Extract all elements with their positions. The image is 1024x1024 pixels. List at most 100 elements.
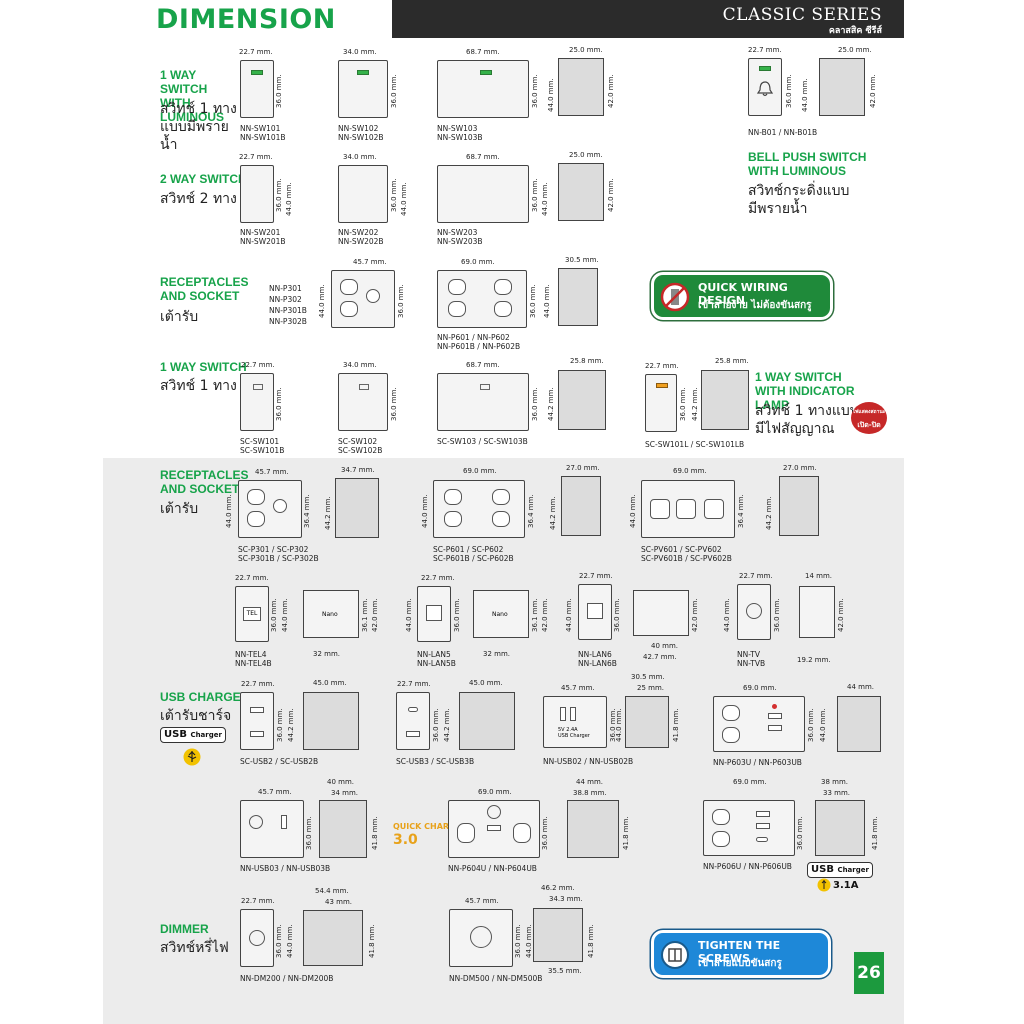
dim-text: 36.0 mm. xyxy=(531,387,539,421)
socket xyxy=(448,279,466,295)
label-usb-charger-thai: เต้ารับชาร์จ xyxy=(160,708,232,724)
dim-text: 36.0 mm. xyxy=(390,178,398,212)
charger-tag-text: Charger xyxy=(837,866,869,874)
dim-text: 22.7 mm. xyxy=(241,361,275,369)
dim-text: 36.0 mm. xyxy=(275,74,283,108)
switch-plate xyxy=(437,373,529,431)
side-profile xyxy=(303,692,359,750)
dim-text: 34.0 mm. xyxy=(343,361,377,369)
series-banner: CLASSIC SERIES คลาสสิค ซีรีส์ xyxy=(392,0,904,38)
socket xyxy=(492,511,510,527)
label-usb-charger: USB CHARGER xyxy=(160,690,250,704)
part-number: SC-SW103 / SC-SW103B xyxy=(437,437,528,446)
side-profile xyxy=(319,800,367,858)
dim-text: 36.0 mm. xyxy=(390,74,398,108)
usb-plate xyxy=(396,692,430,750)
socket xyxy=(492,489,510,505)
dim-text: 68.7 mm. xyxy=(466,153,500,161)
luminous-led xyxy=(251,70,263,75)
usb-voltage-text: 5V 2.4A xyxy=(558,727,578,733)
luminous-led xyxy=(480,70,492,75)
quick-wiring-thai: เข้าสายง่าย ไม่ต้องขันสกรู xyxy=(698,300,812,311)
dim-text: 44.2 mm. xyxy=(547,387,555,421)
dim-text: 38 mm. xyxy=(821,778,848,786)
side-profile xyxy=(459,692,515,750)
usb-receptacle-plate xyxy=(448,800,540,858)
dim-text: 44.0 mm. xyxy=(543,284,551,318)
dim-text: 44.0 mm. xyxy=(565,598,573,632)
tv-port xyxy=(746,603,762,619)
usb-charger-tag: USB Charger xyxy=(160,727,226,743)
switch-plate xyxy=(338,165,388,223)
dim-text: 41.8 mm. xyxy=(587,924,595,958)
dim-text: 36.0 mm. xyxy=(529,284,537,318)
dim-text: 42.0 mm. xyxy=(541,598,549,632)
dim-text: 44.0 mm. xyxy=(421,494,429,528)
socket xyxy=(247,489,265,505)
tighten-screws-title: TIGHTEN THE SCREWS xyxy=(698,939,781,965)
socket xyxy=(444,511,462,527)
socket xyxy=(494,279,512,295)
usb-port xyxy=(756,811,770,817)
side-profile xyxy=(819,58,865,116)
dim-text: 33 mm. xyxy=(823,789,850,797)
dim-text: 41.8 mm. xyxy=(368,924,376,958)
luminous-led xyxy=(759,66,771,71)
label-1way-lamp-thai: สวิทช์ 1 ทางแบบ มีไฟสัญญาณ xyxy=(755,403,859,437)
dim-text: 36.0 mm. xyxy=(679,387,687,421)
dim-text: 45.7 mm. xyxy=(258,788,292,796)
side-profile xyxy=(567,800,619,858)
usb-c-port xyxy=(408,707,418,712)
dim-text: 36.1 mm. xyxy=(531,598,539,632)
socket xyxy=(366,289,380,303)
dim-text: 40 mm. xyxy=(651,642,678,650)
dim-text: 36.0 mm. xyxy=(275,924,283,958)
dim-text: 25.8 mm. xyxy=(570,357,604,365)
usb-port xyxy=(560,707,566,721)
switch-plate xyxy=(338,373,388,431)
dim-text: 42.0 mm. xyxy=(869,74,877,108)
label-bell-push-thai: สวิทช์กระดิ่งแบบ มีพรายน้ำ xyxy=(748,183,850,217)
dim-text: 68.7 mm. xyxy=(466,48,500,56)
switch-plate xyxy=(437,165,529,223)
dim-text: 30.5 mm. xyxy=(631,673,665,681)
dim-text: 27.0 mm. xyxy=(566,464,600,472)
dim-text: 34.7 mm. xyxy=(341,466,375,474)
usb-tag-text: USB xyxy=(164,729,187,740)
nano-label: Nano xyxy=(492,611,508,618)
dim-text: 36.0 mm. xyxy=(531,74,539,108)
dim-text: 44.0 mm. xyxy=(629,494,637,528)
dim-text: 44.0 mm. xyxy=(723,598,731,632)
side-profile: Nano xyxy=(303,590,359,638)
socket xyxy=(676,499,696,519)
usb-port xyxy=(570,707,576,721)
dim-text: 44.2 mm. xyxy=(549,496,557,530)
dim-text: 34.0 mm. xyxy=(343,48,377,56)
lan-port xyxy=(426,605,442,621)
side-profile xyxy=(533,908,583,962)
dim-text: 44.0 mm. xyxy=(281,598,289,632)
socket xyxy=(448,301,466,317)
switch-plate xyxy=(645,374,677,432)
tv-plate xyxy=(737,584,771,640)
label-2way: 2 WAY SWITCH xyxy=(160,172,247,186)
dim-text: 35.5 mm. xyxy=(548,967,582,975)
indicator-slot xyxy=(359,384,369,390)
side-profile xyxy=(815,800,865,856)
receptacle-plate xyxy=(433,480,525,538)
nano-label: Nano xyxy=(322,611,338,618)
dimmer-plate xyxy=(240,909,274,967)
qc-logo xyxy=(487,805,501,819)
dim-text: 42.0 mm. xyxy=(691,598,699,632)
part-number: NN-P604U / NN-P604UB xyxy=(448,864,537,873)
label-1way-luminous: 1 WAY SWITCH WITH LUMINOUS xyxy=(160,68,224,124)
dim-text: 44.0 mm. xyxy=(225,494,233,528)
dim-text: 44.2 mm. xyxy=(443,708,451,742)
socket xyxy=(340,301,358,317)
dim-text: 44.0 mm. xyxy=(615,708,623,742)
